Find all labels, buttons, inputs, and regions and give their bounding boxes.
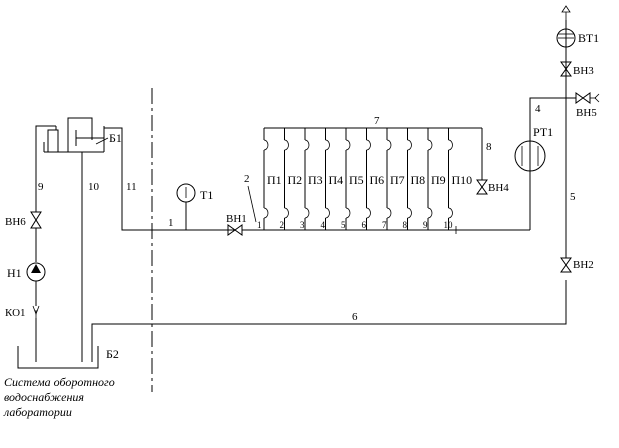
branch-p3: П3 3 [300, 128, 323, 230]
label-h1: Н1 [7, 266, 22, 280]
flowmeter-pt1 [514, 140, 546, 172]
branch-p4: П4 4 [321, 128, 344, 230]
branch-p10: П10 10 [444, 128, 473, 230]
branch-label: П1 [267, 173, 282, 187]
label-pt1: РТ1 [533, 125, 553, 139]
branch-label: П2 [288, 173, 303, 187]
branch-p9: П9 9 [423, 128, 446, 230]
branch-label: П5 [349, 173, 364, 187]
branch-p7: П7 7 [382, 128, 405, 230]
valve-bh3 [560, 61, 572, 77]
branch-p1: П1 1 [257, 128, 282, 230]
branch-number: 2 [280, 220, 285, 230]
pipe-number-5: 5 [570, 191, 576, 203]
tank-b1 [35, 117, 109, 153]
pipe-number-9: 9 [38, 181, 44, 193]
label-bh4: ВН4 [488, 182, 509, 194]
branch-number: 3 [300, 220, 305, 230]
branch-number: 8 [403, 220, 408, 230]
pipe-4 [529, 97, 566, 230]
valve-bh4 [476, 179, 488, 195]
label-bh3: ВН3 [573, 65, 594, 77]
label-t1: Т1 [200, 188, 213, 202]
branch-number: 6 [362, 220, 367, 230]
caption-line-3: лаборатории [3, 405, 72, 419]
label-bt1: ВТ1 [578, 31, 599, 45]
pipe-number-10: 10 [88, 181, 100, 193]
branch-number: 5 [341, 220, 346, 230]
label-b2: Б2 [106, 347, 119, 361]
gauge-bt1 [556, 5, 576, 48]
label-bh2: ВН2 [573, 259, 594, 271]
branch-number: 9 [423, 220, 428, 230]
label-ko1: КО1 [5, 307, 26, 319]
label-b1: Б1 [109, 131, 122, 145]
branch-p6: П6 6 [362, 128, 385, 230]
thermometer-t1 [176, 183, 196, 230]
pipe-number-4: 4 [535, 103, 541, 115]
branch-number: 1 [257, 220, 262, 230]
pipe-number-2: 2 [244, 173, 250, 185]
pipe-11 [104, 127, 236, 231]
branch-number: 7 [382, 220, 387, 230]
label-bh6: ВН6 [5, 216, 26, 228]
tank-b2 [17, 346, 99, 369]
pipe-number-8: 8 [486, 141, 492, 153]
pump-h1 [26, 262, 46, 282]
valve-bh6 [30, 211, 42, 229]
valve-bh2 [560, 257, 572, 273]
check-valve-ko1 [32, 305, 40, 318]
branch-group: П1 1 П2 2 П3 3 П4 4 П5 5 П6 6 П7 7 П8 8 П9 9 П10 10 [257, 128, 472, 230]
caption-line-2: водоснабжения [4, 390, 84, 404]
branch-label: П9 [431, 173, 446, 187]
branch-number: 10 [444, 220, 454, 230]
pipe-number-11: 11 [126, 181, 137, 193]
branch-p8: П8 8 [403, 128, 426, 230]
branch-p2: П2 2 [280, 128, 303, 230]
branch-label: П6 [370, 173, 385, 187]
label-bh1: ВН1 [226, 213, 247, 225]
pipe-number-7: 7 [374, 115, 380, 127]
pipe-number-1: 1 [168, 217, 174, 229]
valve-bh5 [575, 92, 600, 104]
pipe-6 [91, 280, 567, 362]
branch-label: П10 [452, 173, 473, 187]
branch-label: П7 [390, 173, 405, 187]
pipe-number-6: 6 [352, 311, 358, 323]
branch-p5: П5 5 [341, 128, 364, 230]
label-bh5: ВН5 [576, 107, 597, 119]
branch-label: П4 [329, 173, 344, 187]
caption-line-1: Система оборотного [4, 375, 115, 389]
branch-number: 4 [321, 220, 326, 230]
branch-label: П8 [411, 173, 426, 187]
branch-label: П3 [308, 173, 323, 187]
